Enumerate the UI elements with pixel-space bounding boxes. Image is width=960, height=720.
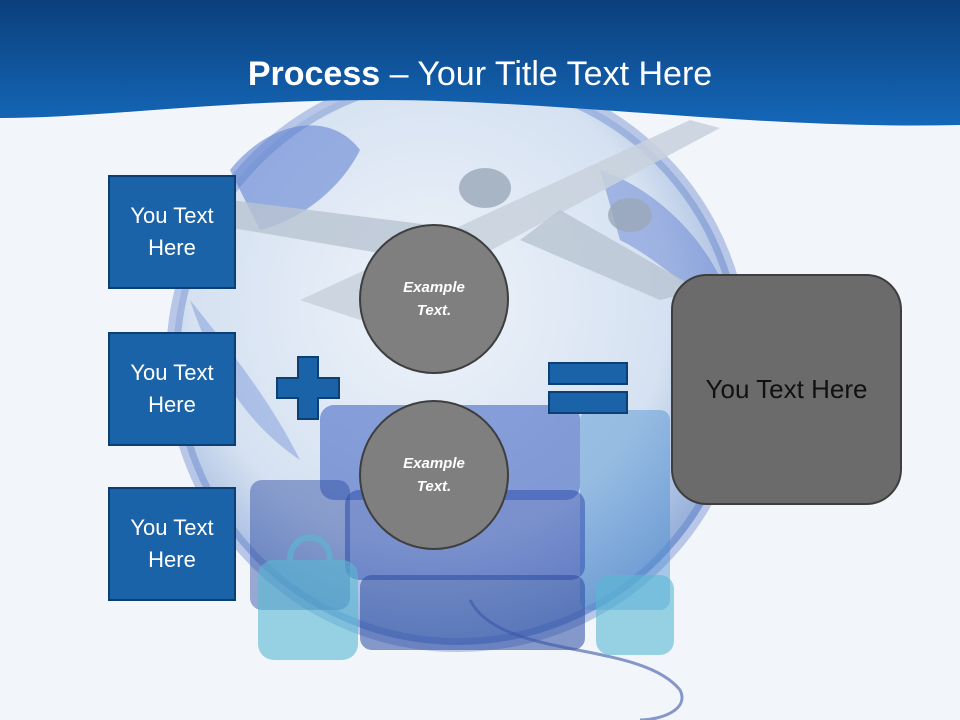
slide-title: Process – Your Title Text Here bbox=[0, 52, 960, 96]
text-box-1: You Text Here bbox=[108, 175, 236, 289]
result-box: You Text Here bbox=[671, 274, 902, 505]
example-circle-1-label: Example Text. bbox=[403, 279, 465, 319]
title-rest: – Your Title Text Here bbox=[380, 55, 713, 93]
title-bold: Process bbox=[247, 55, 381, 93]
equals-icon bbox=[548, 362, 628, 414]
text-box-2: You Text Here bbox=[108, 332, 236, 446]
example-circle-1: Example Text. bbox=[359, 224, 509, 374]
text-box-3: You Text Here bbox=[108, 487, 236, 601]
example-circle-2: Example Text. bbox=[359, 400, 509, 550]
text-box-3-label: You Text Here bbox=[130, 515, 214, 572]
text-box-2-label: You Text Here bbox=[130, 360, 214, 417]
text-box-1-label: You Text Here bbox=[130, 203, 214, 260]
example-circle-2-label: Example Text. bbox=[403, 455, 465, 495]
plus-icon bbox=[276, 356, 340, 420]
result-box-label: You Text Here bbox=[705, 374, 868, 404]
header-band bbox=[0, 0, 960, 126]
